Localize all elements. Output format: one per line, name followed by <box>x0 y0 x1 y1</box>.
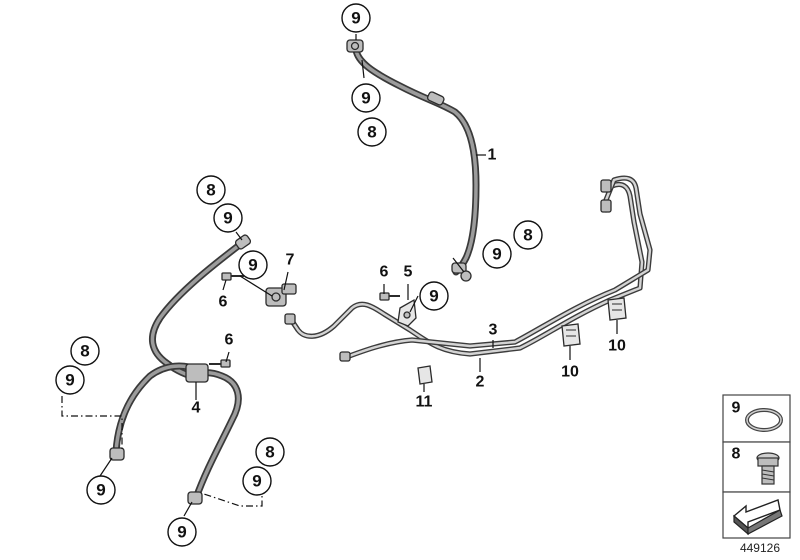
svg-text:9: 9 <box>252 472 261 491</box>
part-number-6a: 6 <box>219 294 228 311</box>
legend-cell-screw <box>722 441 791 493</box>
part-number-11: 11 <box>416 394 433 411</box>
seal-ring-hose1 <box>460 270 472 282</box>
callout-9-hose1[interactable]: 9 <box>351 83 381 113</box>
banjo-bolt-top <box>350 41 360 51</box>
svg-text:8: 8 <box>80 342 89 361</box>
callout-8-hose1[interactable]: 8 <box>357 117 387 147</box>
legend-label-seal: 9 <box>732 400 741 417</box>
part-number-10a: 10 <box>561 364 579 381</box>
brake-pipe-3[interactable] <box>284 175 653 362</box>
brake-hose-1[interactable] <box>346 39 480 282</box>
pipe-end-fitting-upper-b <box>600 199 612 213</box>
svg-text:8: 8 <box>367 123 376 142</box>
callout-9-bottom[interactable]: 9 <box>167 517 197 547</box>
distributor-fitting-7[interactable] <box>265 283 297 307</box>
callout-9-top[interactable]: 9 <box>341 3 371 33</box>
part-number-1: 1 <box>488 147 497 164</box>
brake-pipe-2[interactable] <box>287 181 645 357</box>
screw-6a[interactable] <box>221 272 244 281</box>
svg-text:8: 8 <box>523 226 532 245</box>
pipe-3-end-fitting <box>339 351 351 362</box>
pipe-end-fitting-upper-a <box>600 179 612 193</box>
svg-text:9: 9 <box>492 245 501 264</box>
svg-text:9: 9 <box>177 523 186 542</box>
part-numbers: 1 2 3 4 5 6 6 6 7 10 10 11 <box>192 147 626 417</box>
legend-label-screw: 8 <box>732 446 741 463</box>
callout-8-bottom-right[interactable]: 8 <box>255 437 285 467</box>
pipe-clip-10b[interactable] <box>607 297 627 321</box>
svg-text:9: 9 <box>361 89 370 108</box>
part-number-10b: 10 <box>608 338 626 355</box>
callout-9-mid[interactable]: 9 <box>419 281 449 311</box>
leader-lines <box>61 34 618 517</box>
callout-9-bottom-right[interactable]: 9 <box>242 466 272 496</box>
callout-9-right-hose1[interactable]: 9 <box>482 239 512 269</box>
svg-text:9: 9 <box>248 256 257 275</box>
callout-9-left-upper[interactable]: 9 <box>213 203 243 233</box>
pipe-clip-11[interactable] <box>417 365 433 385</box>
hose-4-left-fitting <box>109 447 125 461</box>
svg-text:9: 9 <box>65 371 74 390</box>
pipe-clamp-5[interactable] <box>397 298 417 327</box>
banjo-screw-icon <box>756 452 780 485</box>
screw-6b[interactable] <box>379 292 400 301</box>
svg-text:9: 9 <box>96 481 105 500</box>
callout-9-mid-left[interactable]: 9 <box>238 250 268 280</box>
seal-ring-highlight <box>746 409 782 431</box>
callout-8-left-lower[interactable]: 8 <box>70 336 100 366</box>
callout-circles: 9 9 8 8 9 9 9 8 <box>55 3 543 547</box>
svg-text:8: 8 <box>206 181 215 200</box>
diagram-id: 449126 <box>740 541 780 555</box>
part-number-4: 4 <box>192 400 201 417</box>
svg-text:9: 9 <box>351 9 360 28</box>
callout-9-left-lower[interactable]: 9 <box>55 365 85 395</box>
hose-4-junction-block <box>185 363 209 383</box>
pipe-clip-10a[interactable] <box>561 323 581 347</box>
direction-arrow-icon <box>732 499 783 536</box>
pipe-2-end-fitting <box>284 313 296 325</box>
part-number-5: 5 <box>404 264 413 281</box>
part-number-3: 3 <box>489 322 498 339</box>
parts-legend: 9 8 449126 <box>722 394 791 555</box>
part-number-6b: 6 <box>380 264 389 281</box>
callout-8-right-hose1[interactable]: 8 <box>513 220 543 250</box>
part-number-7: 7 <box>286 252 295 269</box>
brake-hose-4[interactable] <box>109 234 252 505</box>
hose-4-right-fitting <box>187 491 203 505</box>
screw-6c[interactable] <box>209 359 231 368</box>
part-number-6c: 6 <box>225 332 234 349</box>
part-number-2: 2 <box>476 374 485 391</box>
callout-8-left-upper[interactable]: 8 <box>196 175 226 205</box>
hose-crimp-upper <box>426 91 445 106</box>
svg-text:9: 9 <box>223 209 232 228</box>
callout-9-bottom-left[interactable]: 9 <box>86 475 116 505</box>
svg-text:9: 9 <box>429 287 438 306</box>
svg-text:8: 8 <box>265 443 274 462</box>
